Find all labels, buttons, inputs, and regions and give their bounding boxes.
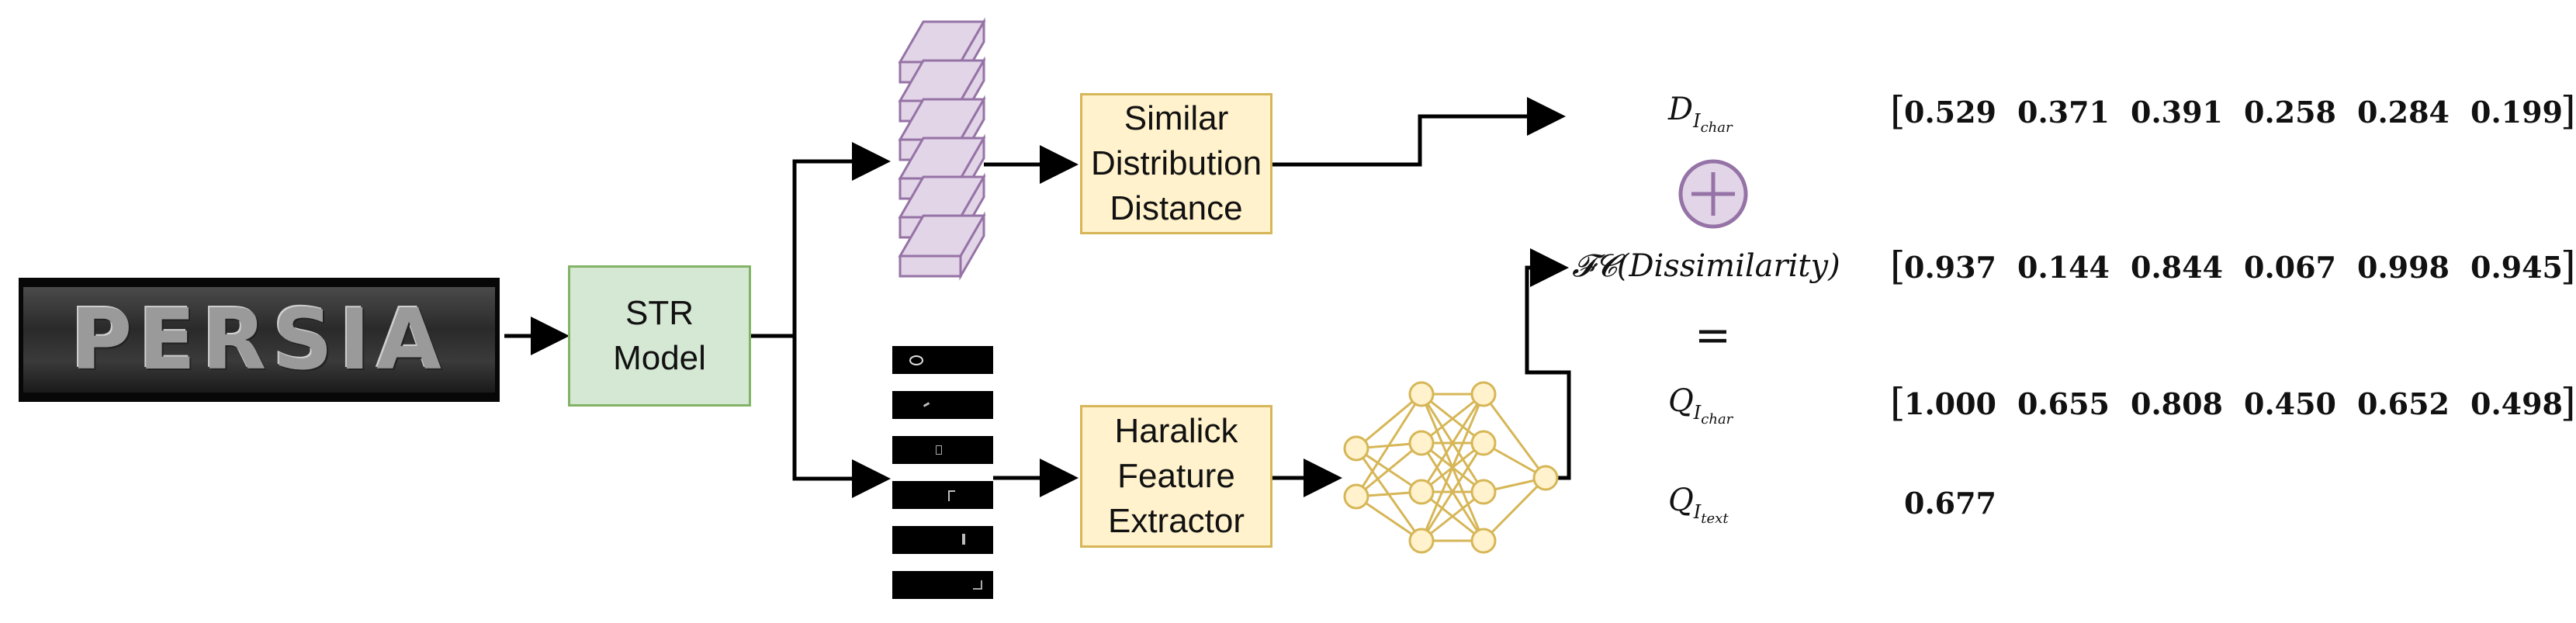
input-image-text: PERSIA (71, 291, 448, 389)
str-model-line1: STR (625, 294, 694, 332)
similar-line1: Similar (1124, 99, 1229, 137)
d-char-value: 0.258 (2244, 95, 2336, 130)
d-char-value: 0.284 (2357, 95, 2450, 130)
q-char-subsub: char (1701, 411, 1733, 427)
fc-value: 0.067 (2244, 250, 2336, 285)
d-char-value: 0.529 (1904, 95, 1996, 130)
d-char-value: 0.371 (2017, 95, 2110, 130)
arrow-to-d-row (1272, 97, 1566, 167)
d-char-subsub: char (1700, 119, 1733, 136)
q-char-bracket-close: ] (2560, 380, 2576, 425)
q-char-sub: I (1693, 402, 1702, 424)
feature-block (898, 211, 986, 281)
fc-bracket-close: ] (2560, 244, 2576, 289)
haralick-feature-extractor-box: Haralick Feature Extractor (1080, 405, 1272, 548)
nn-node (1408, 430, 1435, 456)
q-char-bracket-open: [ (1890, 380, 1906, 425)
d-char-label: DIchar (1668, 92, 1733, 136)
nn-node (1470, 479, 1497, 505)
nn-node (1408, 528, 1435, 554)
char-crop (892, 436, 993, 464)
q-char-value: 0.655 (2017, 386, 2110, 421)
nn-node (1470, 430, 1497, 456)
q-char-value: 0.652 (2357, 386, 2450, 421)
fc-value: 0.844 (2131, 250, 2223, 285)
fc-value: 0.144 (2017, 250, 2110, 285)
q-char-value: 0.808 (2131, 386, 2223, 421)
q-text-subsub: text (1701, 511, 1729, 527)
q-text-symbol: Q (1668, 483, 1694, 518)
q-char-label: QIchar (1668, 383, 1733, 427)
d-char-bracket-open: [ (1890, 88, 1906, 133)
q-char-symbol: Q (1668, 383, 1694, 419)
q-char-value: 0.498 (2470, 386, 2563, 421)
oplus-icon (1678, 159, 1748, 229)
char-crop (892, 391, 993, 419)
nn-node (1343, 483, 1369, 510)
char-crop (892, 481, 993, 509)
d-char-bracket-close: ] (2560, 88, 2576, 133)
char-crop (892, 571, 993, 599)
haralick-line2: Feature (1117, 457, 1235, 495)
q-char-value: 1.000 (1904, 386, 1996, 421)
arrow-to-features (792, 142, 891, 336)
input-text-image: PERSIA (19, 278, 500, 402)
haralick-line3: Extractor (1107, 502, 1245, 540)
q-char-value: 0.450 (2244, 386, 2336, 421)
arrow-to-char-crops (792, 336, 891, 498)
character-feature-stack (898, 17, 986, 281)
d-char-value: 0.199 (2470, 95, 2563, 130)
fc-value: 0.945 (2470, 250, 2563, 285)
fc-bracket-open: [ (1890, 244, 1906, 289)
haralick-line1: Haralick (1114, 412, 1238, 450)
arrow-to-fc-row (1525, 248, 1571, 480)
character-crops (892, 346, 995, 610)
nn-node (1532, 465, 1559, 491)
feature-block (898, 172, 986, 242)
fc-value: 0.998 (2357, 250, 2450, 285)
similar-line2: Distribution (1090, 144, 1262, 182)
nn-node (1343, 435, 1369, 462)
fc-label: 𝓕𝓒(Dissimilarity) (1572, 248, 1840, 284)
q-text-sub: I (1693, 501, 1702, 523)
nn-node (1470, 528, 1497, 554)
similar-distribution-distance-box: Similar Distribution Distance (1080, 93, 1272, 234)
q-text-label: QItext (1668, 483, 1729, 527)
nn-node (1408, 479, 1435, 505)
fc-value: 0.937 (1904, 250, 1996, 285)
neural-network-icon (1343, 381, 1559, 554)
nn-node (1470, 381, 1497, 407)
nn-node (1408, 381, 1435, 407)
similar-line3: Distance (1110, 189, 1243, 227)
d-char-value: 0.391 (2131, 95, 2223, 130)
char-crop (892, 526, 993, 554)
equals-sign: = (1695, 310, 1731, 361)
char-crop (892, 346, 993, 374)
d-char-sub: I (1693, 110, 1701, 132)
str-model-box: STR Model (568, 265, 751, 407)
str-model-line2: Model (613, 339, 706, 377)
d-char-symbol: D (1668, 92, 1694, 127)
q-text-value: 0.677 (1904, 486, 1996, 521)
